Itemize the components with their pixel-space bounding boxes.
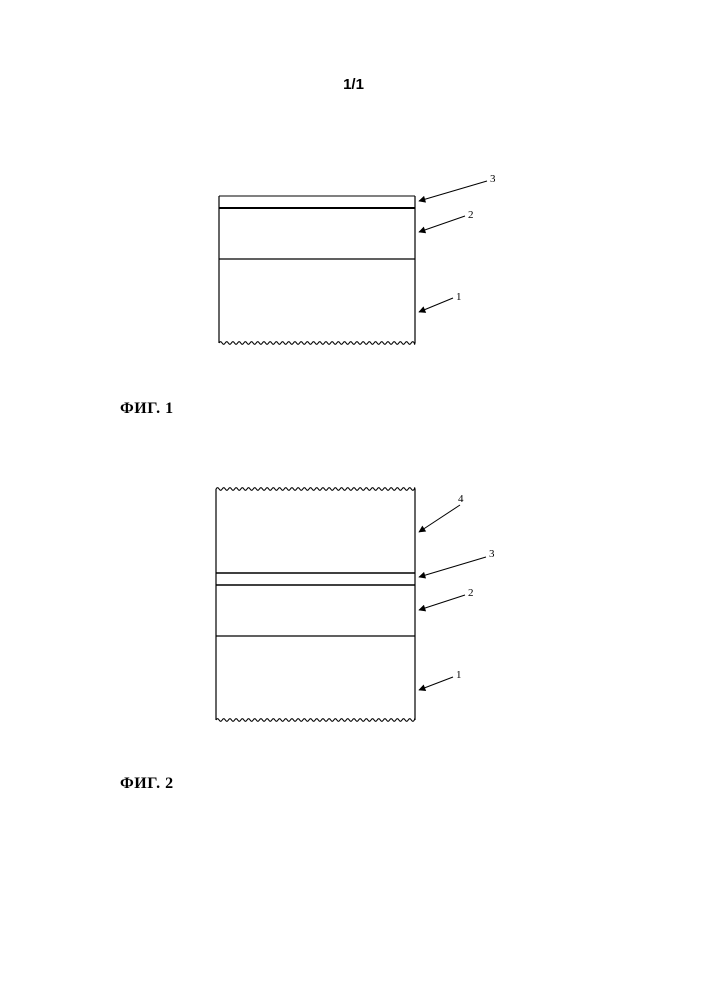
figure-2-callout-arrow-4 (419, 505, 460, 532)
figure-2-callouts: 4 3 2 1 (419, 493, 495, 690)
figure-2-wavy-top-edge (216, 488, 415, 491)
figure-2-callout-label-1: 1 (456, 669, 462, 681)
figure-2-caption: ФИГ. 2 (120, 775, 174, 793)
figure-2-callout-label-4: 4 (458, 493, 464, 505)
figure-2-wavy-bottom-edge (216, 719, 415, 722)
figure-2-callout-label-2: 2 (468, 587, 474, 599)
figure-2-callout-arrow-3 (419, 557, 486, 577)
figure-2-callout-arrow-1 (419, 677, 453, 690)
figure-2-callout-label-3: 3 (489, 548, 495, 560)
figure-2-layer-stack (216, 488, 415, 722)
figure-2-callout-arrow-2 (419, 595, 465, 610)
figure-1-caption: ФИГ. 1 (120, 400, 174, 418)
